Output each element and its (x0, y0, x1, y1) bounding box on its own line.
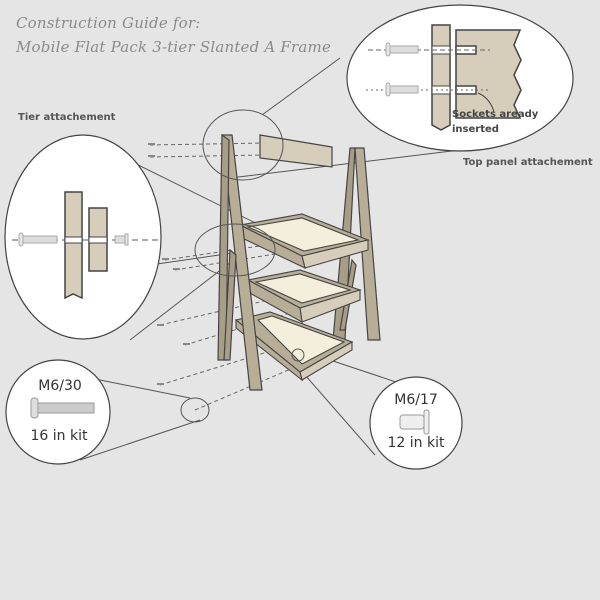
socket-m6-17-quantity: 12 in kit (387, 435, 445, 451)
tier-1-tray (238, 213, 370, 269)
bolt-m6-30-name: M6/30 (38, 378, 82, 394)
socket-m6-17-name: M6/17 (394, 392, 438, 408)
bolt-m6-30-quantity: 16 in kit (30, 428, 88, 444)
top-panel-attachment-label: Top panel attachement (463, 157, 593, 168)
top-panel (259, 134, 333, 168)
top-panel-detail-bubble (346, 4, 574, 152)
tier-3-tray (234, 311, 354, 382)
left-a-frame (217, 133, 263, 391)
socket-m6-17-bubble (369, 376, 463, 470)
small-bolts (148, 143, 190, 385)
sockets-note-line-1: Sockets aready (452, 109, 539, 120)
tier-attachment-label: Tier attachement (18, 112, 116, 123)
tier-2-tray (246, 269, 362, 324)
guide-title-line-2: Mobile Flat Pack 3-tier Slanted A Frame (16, 38, 332, 56)
sockets-note-line-2: inserted (452, 124, 499, 135)
guide-title-line-1: Construction Guide for: (16, 14, 201, 32)
bolt-m6-30-bubble (5, 359, 111, 465)
detail-circles (180, 109, 305, 423)
tier-detail-bubble (4, 134, 162, 340)
